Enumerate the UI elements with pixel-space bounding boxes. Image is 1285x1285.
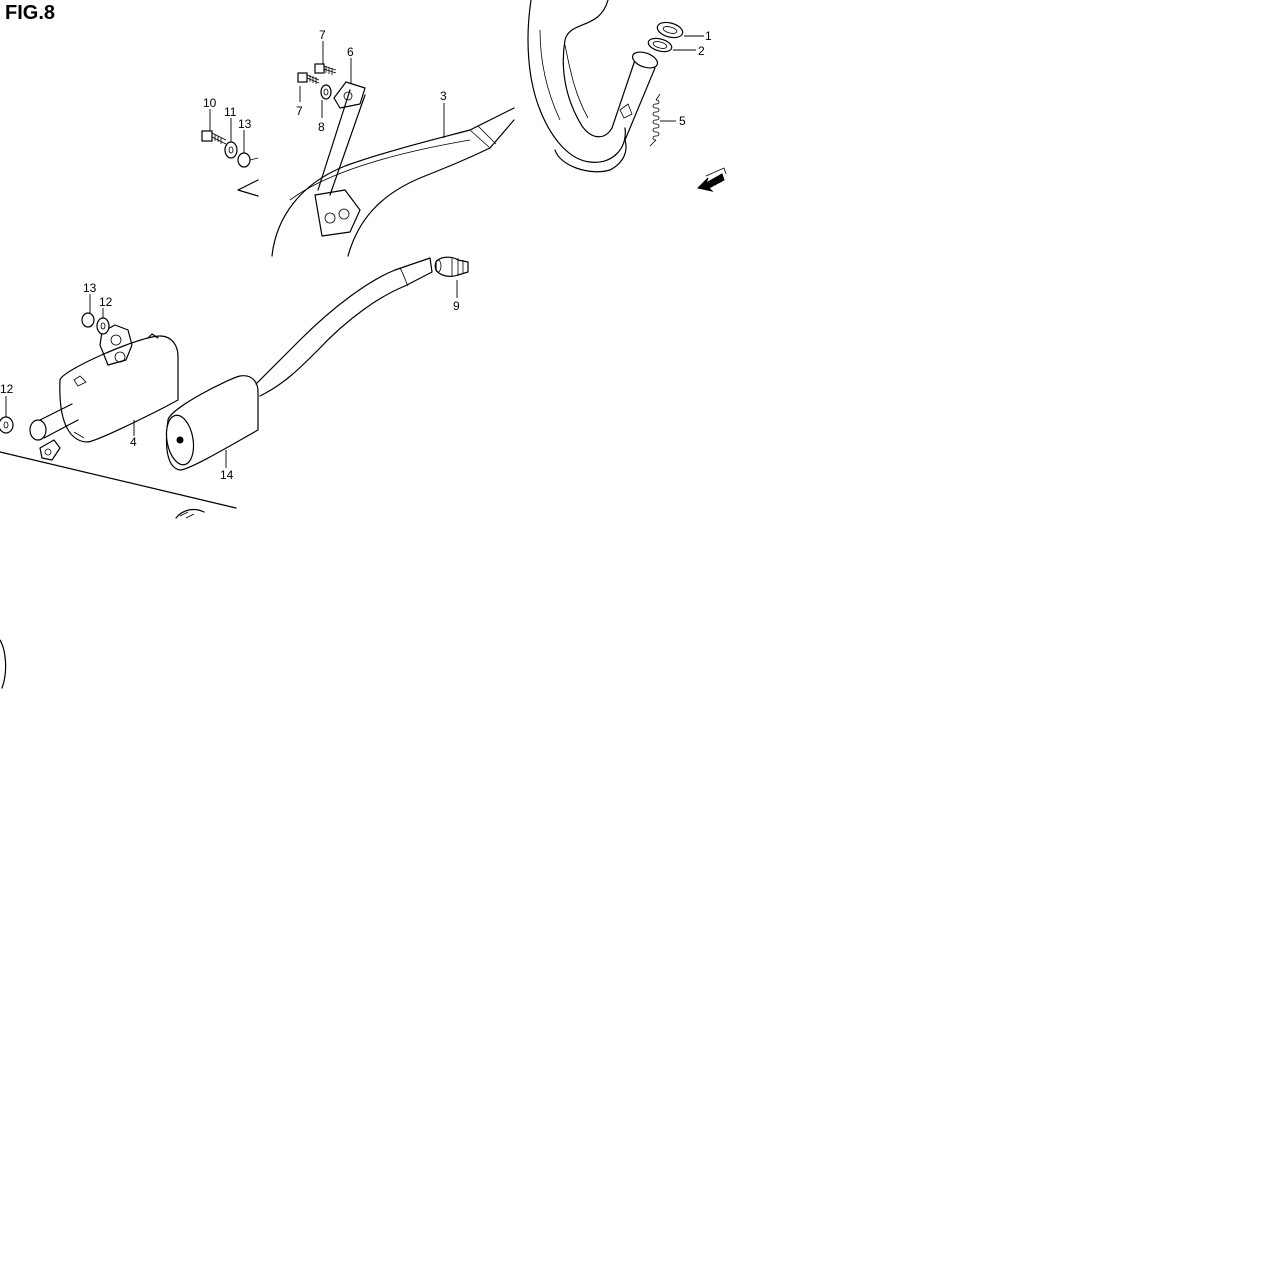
connector-part-9 — [434, 256, 469, 277]
callout-9: 9 — [453, 299, 460, 313]
spacer-part-13-lower — [81, 312, 95, 328]
callout-6: 6 — [347, 45, 354, 59]
callout-11: 11 — [224, 105, 237, 119]
callout-2: 2 — [698, 44, 705, 58]
exhaust-pipe-part-3 — [271, 89, 515, 257]
bolt-part-7-lower — [297, 72, 320, 84]
callout-14: 14 — [220, 468, 234, 482]
callout-5: 5 — [679, 114, 686, 128]
bolt-part-7-upper — [314, 63, 337, 75]
leader-lines — [5, 35, 704, 468]
callout-12-upper: 12 — [99, 295, 113, 309]
callout-10: 10 — [203, 96, 217, 110]
spacer-part-13-upper — [237, 152, 259, 197]
muffler-part-4 — [29, 324, 179, 461]
callout-7-lower: 7 — [296, 104, 303, 118]
callout-1: 1 — [705, 29, 712, 43]
callout-13-lower: 13 — [83, 281, 97, 295]
callout-labels: 1 2 3 4 5 6 7 7 8 9 10 11 12 12 13 13 14 — [0, 28, 712, 482]
figure-title: FIG.8 — [5, 2, 55, 24]
callout-4: 4 — [130, 435, 137, 449]
header-pipe — [527, 0, 659, 173]
spring-part-5 — [649, 93, 661, 147]
bracket-part-6 — [333, 81, 366, 109]
callout-12-lower: 12 — [0, 382, 14, 396]
gasket-part-2 — [647, 37, 673, 53]
callout-8: 8 — [318, 120, 325, 134]
washer-part-11 — [224, 141, 238, 159]
callout-13-upper: 13 — [238, 117, 252, 131]
grommet-part-12-lower — [0, 416, 14, 434]
bolt-part-10 — [201, 130, 227, 145]
washer-part-8 — [320, 84, 332, 100]
grommet-part-12-upper — [96, 317, 110, 335]
callout-3: 3 — [440, 89, 447, 103]
callout-7-upper: 7 — [319, 28, 326, 42]
gasket-part-1 — [656, 21, 684, 39]
lower-panel-outline — [0, 451, 237, 689]
silencer-part-14 — [165, 257, 433, 471]
front-direction-arrow-icon — [696, 167, 727, 192]
